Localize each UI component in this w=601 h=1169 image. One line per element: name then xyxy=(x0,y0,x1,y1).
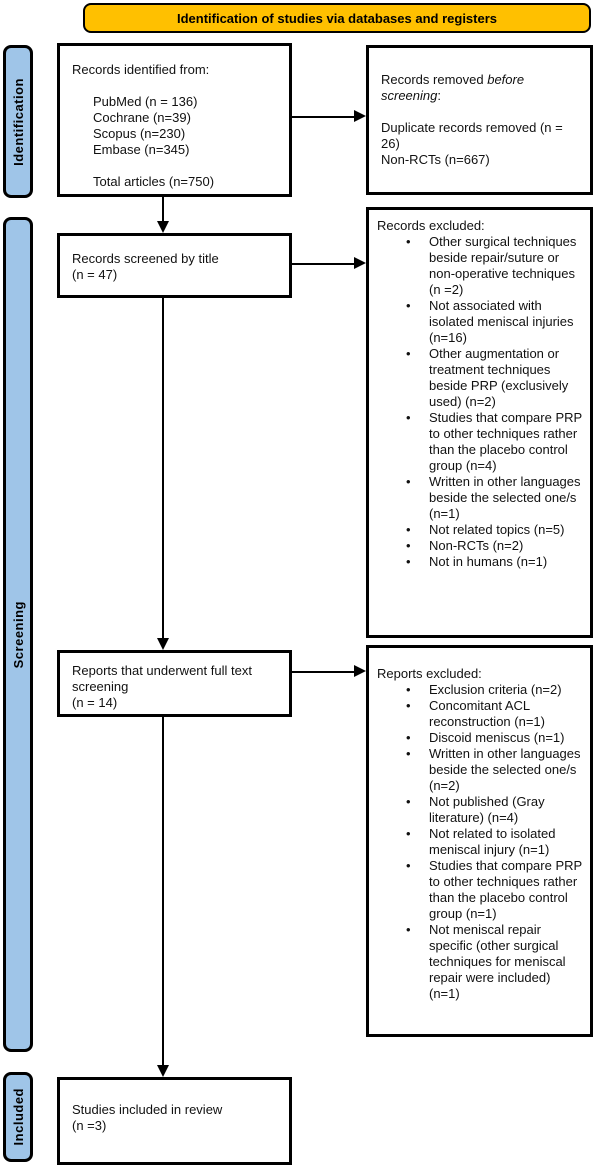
records-excluded-reasons: Other surgical techniques beside repair/… xyxy=(377,234,584,570)
excluded-reason: Written in other languages beside the se… xyxy=(406,474,584,522)
records-identified-title: Records identified from: xyxy=(72,62,210,77)
stage-label-screening: Screening xyxy=(10,600,26,669)
arrow-screened-to-excluded-head xyxy=(354,257,366,269)
spacer xyxy=(381,104,578,120)
box-fulltext-screening: Reports that underwent full text screeni… xyxy=(57,650,292,717)
removed-line: Non-RCTs (n=667) xyxy=(381,152,490,167)
excluded-reason: Other surgical techniques beside repair/… xyxy=(406,234,584,298)
reports-excluded-title: Reports excluded: xyxy=(377,666,482,681)
records-removed-title: Records removed before screening: xyxy=(381,72,525,103)
source-line: Embase (n=345) xyxy=(93,142,190,157)
excluded-reason: Not related topics (n=5) xyxy=(406,522,584,538)
arrow-fulltext-to-reports-excluded-line xyxy=(292,671,355,673)
source-line: Cochrane (n=39) xyxy=(93,110,191,125)
arrow-screened-to-excluded-line xyxy=(292,263,355,265)
box-records-excluded: Records excluded: Other surgical techniq… xyxy=(366,207,593,638)
removed-line: Duplicate records removed (n = 26) xyxy=(381,120,563,151)
box-reports-excluded: Reports excluded: Exclusion criteria (n=… xyxy=(366,645,593,1037)
spacer xyxy=(72,78,279,94)
stage-bar-identification: Identification xyxy=(3,45,33,198)
banner-identification-of-studies: Identification of studies via databases … xyxy=(83,3,591,33)
arrow-identified-to-removed-head xyxy=(354,110,366,122)
arrow-fulltext-to-reports-excluded-head xyxy=(354,665,366,677)
fulltext-count: (n = 14) xyxy=(72,695,118,710)
excluded-reason: Not in humans (n=1) xyxy=(406,554,584,570)
stage-bar-screening: Screening xyxy=(3,217,33,1052)
arrow-fulltext-to-included-line xyxy=(162,717,164,1065)
arrow-screened-to-fulltext-line xyxy=(162,298,164,638)
records-excluded-title: Records excluded: xyxy=(377,218,485,233)
excluded-reason: Not published (Gray literature) (n=4) xyxy=(406,794,584,826)
excluded-reason: Written in other languages beside the se… xyxy=(406,746,584,794)
source-line: PubMed (n = 136) xyxy=(93,94,198,109)
excluded-reason: Not associated with isolated meniscal in… xyxy=(406,298,584,346)
records-screened-line1: Records screened by title xyxy=(72,251,219,266)
records-removed-lines: Duplicate records removed (n = 26)Non-RC… xyxy=(381,120,578,168)
excluded-reason: Other augmentation or treatment techniqu… xyxy=(406,346,584,410)
banner-label: Identification of studies via databases … xyxy=(176,10,498,26)
reports-excluded-reasons: Exclusion criteria (n=2)Concomitant ACL … xyxy=(377,682,584,1002)
arrow-screened-to-fulltext-head xyxy=(157,638,169,650)
stage-bar-included: Included xyxy=(3,1072,33,1162)
box-records-screened: Records screened by title (n = 47) xyxy=(57,233,292,298)
excluded-reason: Concomitant ACL reconstruction (n=1) xyxy=(406,698,584,730)
spacer xyxy=(72,158,279,174)
excluded-reason: Not meniscal repair specific (other surg… xyxy=(406,922,584,1002)
records-identified-sources: PubMed (n = 136)Cochrane (n=39)Scopus (n… xyxy=(72,94,279,158)
records-screened-count: (n = 47) xyxy=(72,267,118,282)
excluded-reason: Non-RCTs (n=2) xyxy=(406,538,584,554)
fulltext-line1: Reports that underwent full text screeni… xyxy=(72,663,252,694)
excluded-reason: Discoid meniscus (n=1) xyxy=(406,730,584,746)
box-records-identified: Records identified from: PubMed (n = 136… xyxy=(57,43,292,197)
excluded-reason: Studies that compare PRP to other techni… xyxy=(406,410,584,474)
studies-included-line1: Studies included in review xyxy=(72,1102,223,1117)
arrow-identified-to-screened-head xyxy=(157,221,169,233)
stage-label-included: Included xyxy=(10,1088,26,1146)
stage-label-identification: Identification xyxy=(10,77,26,166)
arrow-identified-to-removed-line xyxy=(292,116,355,118)
records-identified-total: Total articles (n=750) xyxy=(93,174,215,189)
excluded-reason: Not related to isolated meniscal injury … xyxy=(406,826,584,858)
excluded-reason: Studies that compare PRP to other techni… xyxy=(406,858,584,922)
box-studies-included: Studies included in review (n =3) xyxy=(57,1077,292,1165)
studies-included-count: (n =3) xyxy=(72,1118,107,1133)
arrow-identified-to-screened-line xyxy=(162,197,164,222)
excluded-reason: Exclusion criteria (n=2) xyxy=(406,682,584,698)
source-line: Scopus (n=230) xyxy=(93,126,186,141)
arrow-fulltext-to-included-head xyxy=(157,1065,169,1077)
box-records-removed: Records removed before screening: Duplic… xyxy=(366,45,593,195)
